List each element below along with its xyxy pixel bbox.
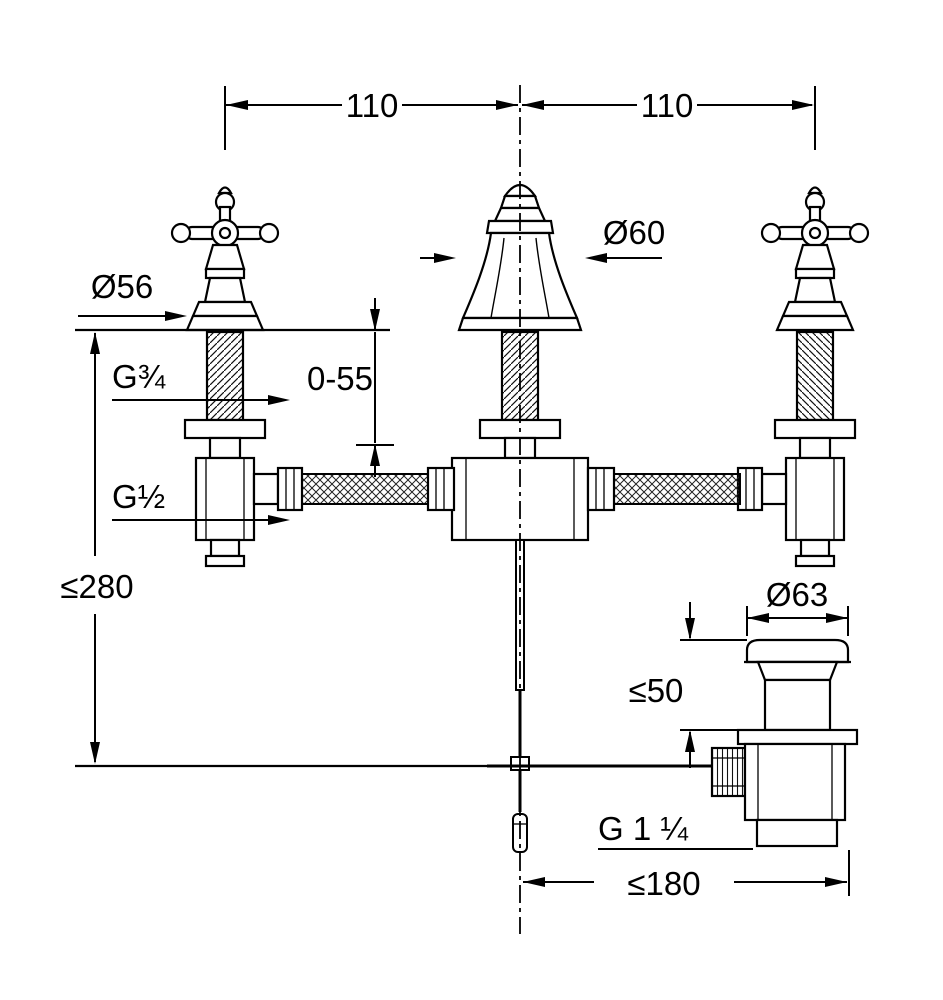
rosette-diameter-label: Ø56: [91, 268, 153, 305]
left-valve-unit: [170, 186, 304, 568]
waste-assembly: [710, 638, 859, 848]
top-extension-lines: [224, 86, 816, 150]
dim-110-left-label: 110: [346, 87, 399, 124]
dimension-annotations: [75, 85, 850, 934]
valve-thread-label: G¾: [112, 358, 166, 395]
waste-offset-label: ≤180: [627, 865, 700, 902]
deck-thickness-label: 0-55: [307, 360, 373, 397]
dim-110-right-label: 110: [641, 87, 694, 124]
max-height-label: ≤280: [60, 568, 133, 605]
spout-diameter-label: Ø60: [603, 214, 665, 251]
waste-thread-label: G 1 ¼: [598, 810, 688, 847]
arrowheads: [90, 100, 848, 887]
right-valve-unit: [736, 186, 870, 568]
waste-deck-label: ≤50: [629, 672, 684, 709]
inlet-thread-label: G½: [112, 478, 165, 515]
spout-unit: [426, 183, 616, 542]
supply-hoses: [301, 473, 741, 505]
waste-diameter-label: Ø63: [766, 576, 828, 613]
dimension-labels: 110 110 Ø60 Ø56 G¾ 0-55 G½ ≤280 Ø63 ≤50 …: [60, 87, 828, 902]
